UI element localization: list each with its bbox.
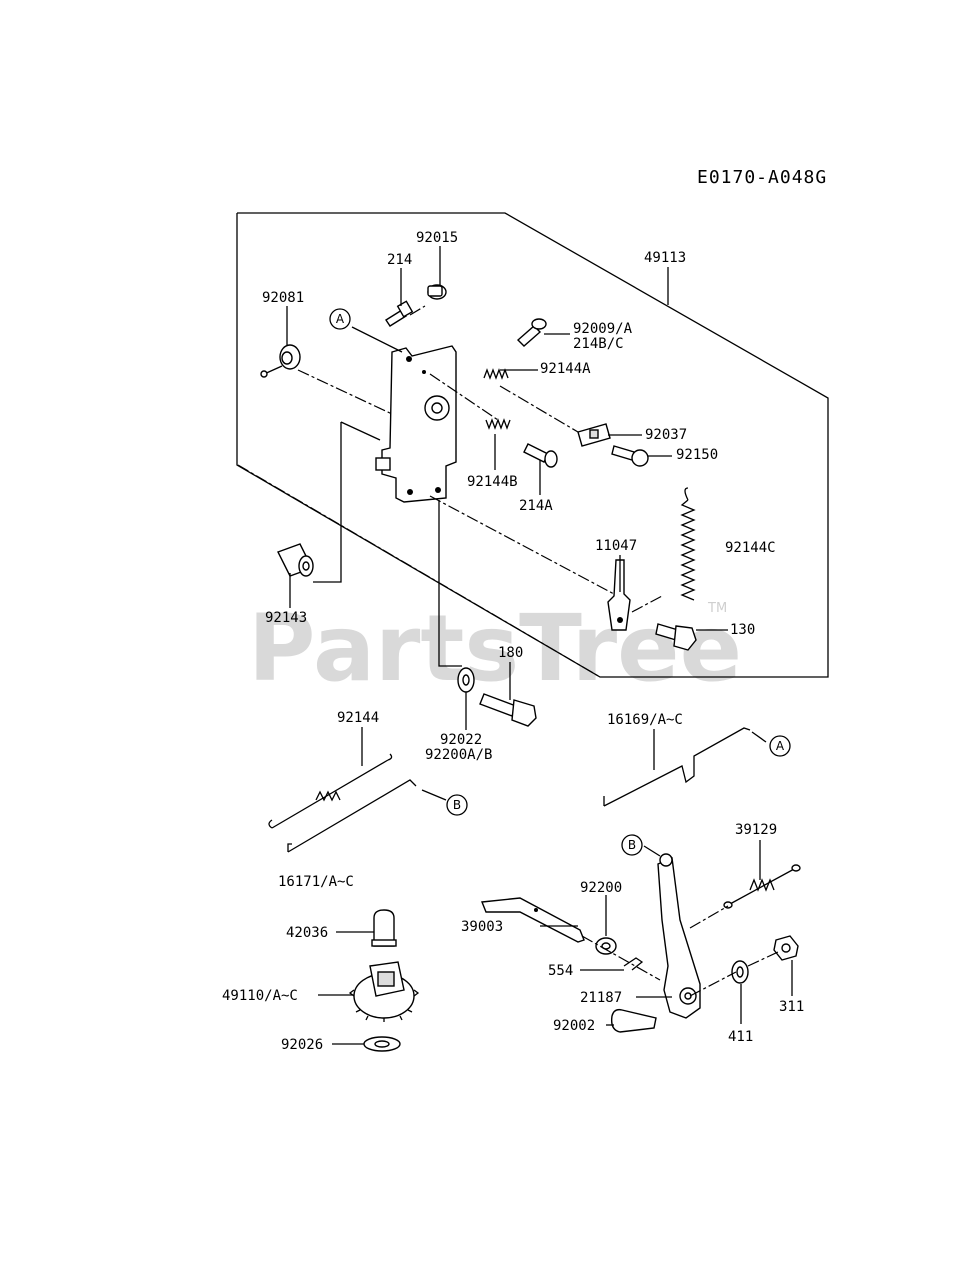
- label-92081: 92081: [262, 290, 304, 306]
- label-214: 214: [387, 252, 412, 268]
- washer-411: [731, 960, 749, 984]
- label-49113: 49113: [644, 250, 686, 266]
- lever-assembly-lines: [581, 905, 779, 997]
- label-16169: 16169/A~C: [607, 712, 683, 728]
- clamp-92037: [577, 423, 611, 447]
- label-21187: 21187: [580, 990, 622, 1006]
- label-92144b: 92144B: [467, 474, 518, 490]
- label-92144a: 92144A: [540, 361, 591, 377]
- watermark: PartsTree: [248, 595, 742, 702]
- label-16171: 16171/A~C: [278, 874, 354, 890]
- gear-49110: [348, 961, 420, 1022]
- rod-16169: [603, 727, 751, 807]
- spring-92144b: [485, 418, 511, 430]
- bolt-214a: [523, 443, 558, 468]
- ref-mark-a-top: A: [329, 308, 351, 330]
- label-92144c: 92144C: [725, 540, 776, 556]
- bolt-92002: [610, 1008, 657, 1033]
- label-214a: 214A: [519, 498, 553, 514]
- label-92144: 92144: [337, 710, 379, 726]
- diagram-code: E0170-A048G: [697, 167, 827, 188]
- label-311: 311: [779, 999, 804, 1015]
- bolt-130: [655, 623, 697, 651]
- svg-text:B: B: [628, 838, 636, 852]
- label-92022: 92022: [440, 732, 482, 748]
- spring-39129: [723, 864, 801, 909]
- washer-92022: [457, 667, 475, 693]
- label-92002: 92002: [553, 1018, 595, 1034]
- part-labels: 92015 214 92081 49113 92009/A 214B/C 921…: [222, 230, 804, 1053]
- label-42036: 42036: [286, 925, 328, 941]
- spring-92144: [268, 753, 393, 829]
- washer-92026: [363, 1036, 401, 1052]
- pin-92081: [260, 344, 301, 378]
- spring-92144a: [483, 368, 509, 380]
- label-92143: 92143: [265, 610, 307, 626]
- bolt-180: [479, 693, 537, 727]
- bolt-92150: [611, 445, 649, 467]
- leader-lines: [286, 246, 793, 1045]
- label-411: 411: [728, 1029, 753, 1045]
- label-214bc: 214B/C: [573, 336, 624, 352]
- label-180: 180: [498, 645, 523, 661]
- nut-311: [773, 935, 799, 961]
- label-92009: 92009/A: [573, 321, 633, 337]
- svg-text:A: A: [336, 312, 345, 326]
- svg-text:B: B: [453, 798, 461, 812]
- label-130: 130: [730, 622, 755, 638]
- label-92037: 92037: [645, 427, 687, 443]
- ref-mark-a-right: A: [769, 735, 791, 757]
- ref-mark-b-lever: B: [621, 834, 643, 856]
- lever-21187: [657, 853, 701, 1019]
- watermark-trademark: TM: [707, 601, 727, 616]
- bolt-214: [385, 300, 414, 327]
- label-92200ab: 92200A/B: [425, 747, 492, 763]
- pin-42036: [371, 909, 397, 947]
- svg-text:A: A: [776, 739, 785, 753]
- label-92015: 92015: [416, 230, 458, 246]
- ref-mark-b-left: B: [446, 794, 468, 816]
- assembly-lines: [237, 305, 663, 678]
- washer-92200: [595, 937, 617, 955]
- spring-92144c: [680, 487, 696, 601]
- label-92200: 92200: [580, 880, 622, 896]
- rod-39003: [481, 897, 585, 943]
- screw-92009: [516, 318, 547, 347]
- label-92150: 92150: [676, 447, 718, 463]
- clip-554: [623, 957, 644, 971]
- label-554: 554: [548, 963, 573, 979]
- collar-92143: [277, 543, 314, 577]
- label-39003: 39003: [461, 919, 503, 935]
- lever-11047: [607, 559, 631, 631]
- screw-92015: [427, 284, 447, 300]
- label-49110: 49110/A~C: [222, 988, 298, 1004]
- label-11047: 11047: [595, 538, 637, 554]
- rod-16171: [287, 779, 417, 853]
- label-92026: 92026: [281, 1037, 323, 1053]
- control-plate: [375, 345, 457, 503]
- label-39129: 39129: [735, 822, 777, 838]
- assembly-outline: [236, 212, 829, 678]
